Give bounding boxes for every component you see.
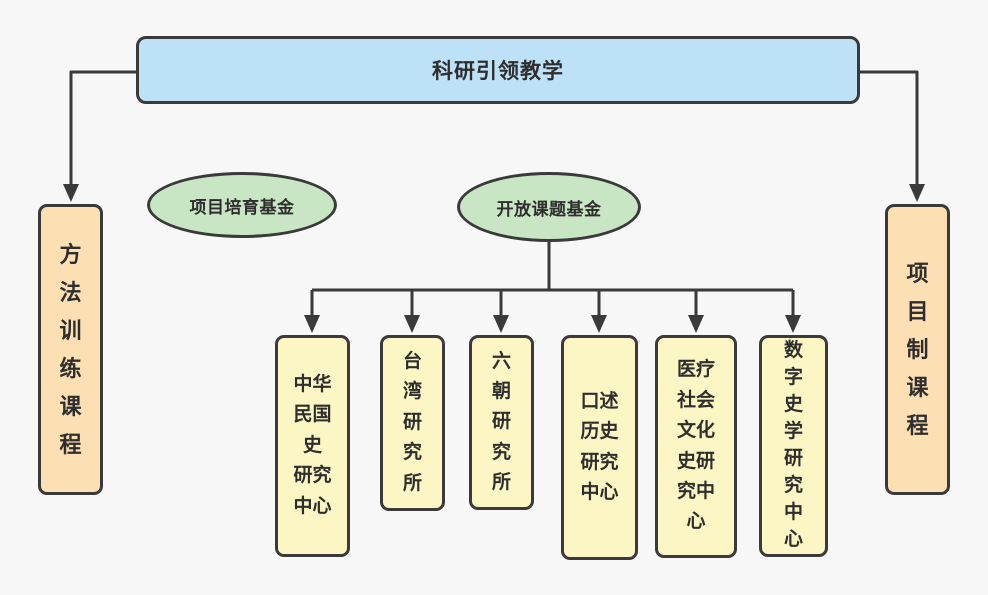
arrow-down-icon — [404, 315, 420, 333]
open-topic-fund-label: 开放课题基金 — [496, 199, 602, 219]
center-label: 六 朝 研 究 所 — [491, 350, 511, 494]
center-label: 口述 历史 研究 中心 — [580, 390, 619, 503]
incubation-fund-ellipse: 项目培育基金 — [147, 172, 337, 238]
root-label: 科研引领教学 — [432, 60, 564, 83]
method-training-course-node: 方 法 训 练 课 程 — [38, 204, 103, 495]
arrow-down-icon — [63, 184, 79, 202]
connector-root-to-project-course — [860, 70, 925, 202]
arrow-down-icon — [785, 315, 801, 333]
incubation-fund-label: 项目培育基金 — [189, 197, 295, 217]
connector-line — [69, 70, 136, 185]
center-node-taiwan-institute: 台 湾 研 究 所 — [380, 335, 445, 511]
center-node-digital-history: 数 字 史 学 研 究 中 心 — [759, 335, 828, 557]
arrow-down-icon — [304, 315, 320, 333]
center-label: 台 湾 研 究 所 — [402, 351, 422, 494]
center-label: 医疗 社会 文化 史研 究中 心 — [676, 359, 715, 533]
open-topic-fund-ellipse: 开放课题基金 — [457, 172, 641, 242]
connector-bus-to-center-6 — [785, 290, 801, 333]
connector-bus-to-center-5 — [688, 290, 704, 333]
connector-root-to-method-course — [63, 70, 136, 202]
arrow-down-icon — [909, 184, 925, 202]
root-node: 科研引领教学 — [136, 36, 860, 104]
arrow-down-icon — [493, 315, 509, 333]
center-node-oral-history: 口述 历史 研究 中心 — [561, 335, 638, 560]
center-node-medical-social-cultural-history: 医疗 社会 文化 史研 究中 心 — [655, 335, 737, 558]
center-node-roc-history: 中华 民国 史 研究 中心 — [275, 335, 350, 557]
center-node-six-dynasties-institute: 六 朝 研 究 所 — [469, 335, 534, 510]
connector-bus-to-center-3 — [493, 290, 509, 333]
connector-bus-to-center-1 — [304, 290, 320, 333]
arrow-down-icon — [688, 315, 704, 333]
center-label: 中华 民国 史 研究 中心 — [293, 374, 332, 517]
arrow-down-icon — [591, 315, 607, 333]
project-based-course-node: 项 目 制 课 程 — [885, 204, 950, 495]
connector-bus-to-center-4 — [591, 290, 607, 333]
center-label: 数 字 史 学 研 究 中 心 — [783, 340, 803, 550]
connector-bus-to-center-2 — [404, 290, 420, 333]
connector-line — [860, 70, 919, 185]
method-training-course-label: 方 法 训 练 课 程 — [59, 241, 82, 457]
project-based-course-label: 项 目 制 课 程 — [906, 260, 929, 438]
